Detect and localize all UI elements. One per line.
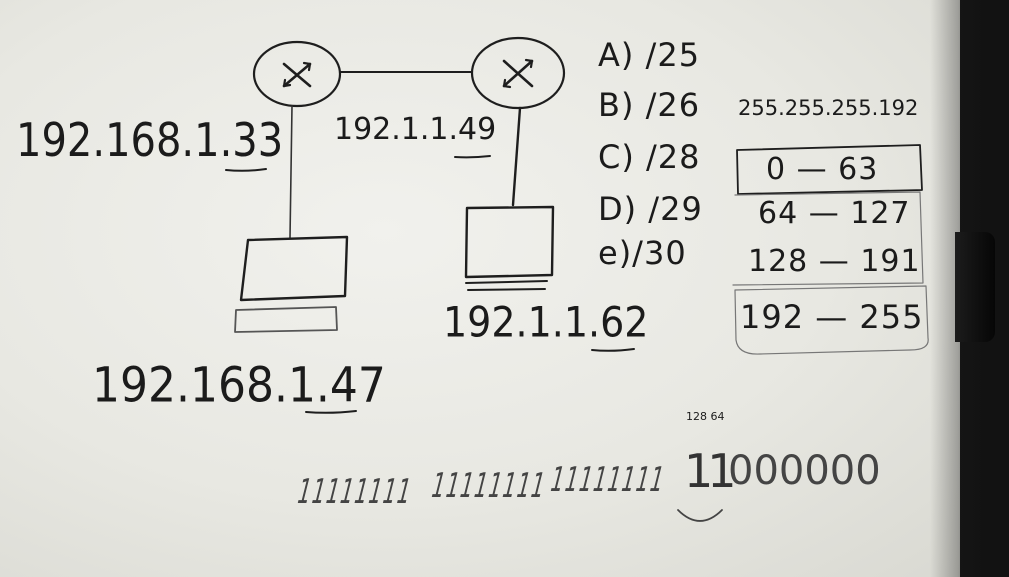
range-box-0 — [736, 144, 923, 195]
binary-note: 128 64 — [686, 410, 725, 423]
underline-62 — [591, 348, 635, 352]
left-drop-line — [289, 105, 293, 239]
range-item: 64 — 127 — [758, 196, 911, 231]
binary-group-3: 11111111 — [546, 460, 670, 500]
underline-33 — [225, 168, 267, 172]
laptop-icon — [234, 235, 349, 333]
range-item: 128 — 191 — [748, 244, 921, 279]
host-right-ip-label: 192.1.1.62 — [443, 297, 649, 347]
binary-last-zeros: 000000 — [728, 448, 881, 494]
range-item: 192 — 255 — [740, 298, 924, 336]
option-a: A) /25 — [598, 36, 701, 74]
underline-49 — [454, 155, 491, 159]
binary-group-1: 11111111 — [293, 472, 417, 512]
host-left-ip-label: 192.168.1.33 — [16, 114, 284, 168]
option-c: C) /28 — [598, 138, 701, 176]
router-icon — [252, 40, 342, 108]
range-box-3 — [734, 285, 929, 355]
binary-last-ones: 11 — [684, 444, 736, 498]
option-b-mask: 255.255.255.192 — [738, 96, 919, 120]
underline-47 — [305, 410, 357, 414]
router-icon — [470, 36, 566, 110]
carry-arrow — [677, 509, 723, 522]
right-drop-line — [511, 106, 522, 207]
option-b: B) /26 — [598, 86, 701, 124]
binary-group-2: 11111111 — [427, 466, 551, 506]
option-e: e)/30 — [598, 234, 687, 272]
desktop-computer-icon — [464, 205, 555, 291]
binder-clip — [955, 232, 995, 342]
range-box-middle — [732, 191, 924, 286]
laptop-ip-label: 192.168.1.47 — [92, 357, 386, 414]
option-d: D) /29 — [598, 190, 703, 228]
router-link-ip-label: 192.1.1.49 — [334, 112, 497, 147]
range-item: 0 — 63 — [766, 152, 879, 187]
